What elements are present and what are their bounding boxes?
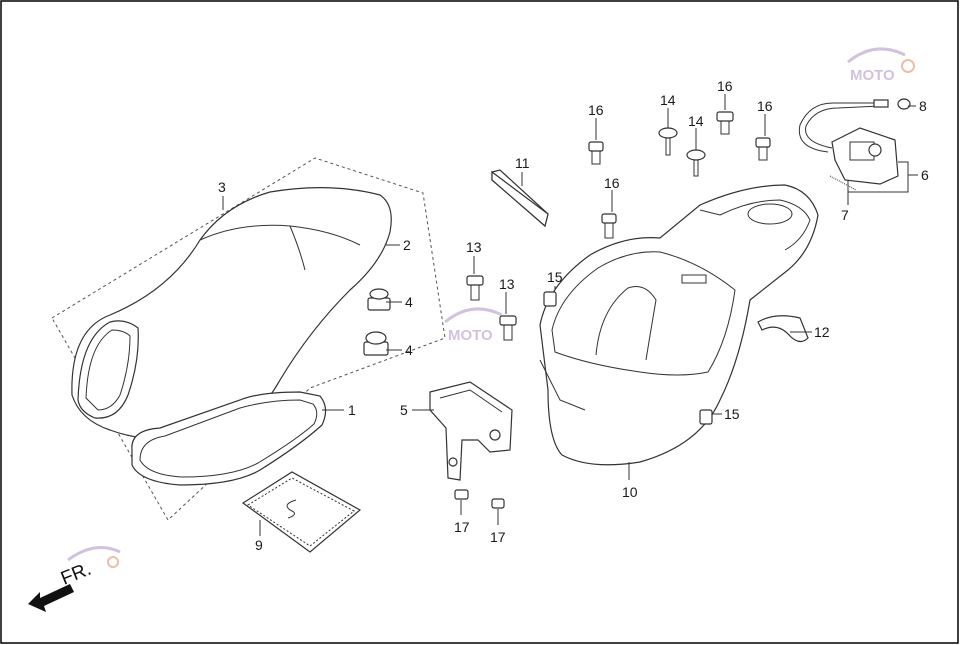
label-16-b: 16 (717, 78, 733, 94)
label-13-b: 13 (499, 276, 515, 292)
front-direction-arrow: FR. (28, 559, 94, 612)
seat-assembly-outline (51, 157, 446, 521)
bolt-16-b (716, 111, 734, 135)
label-4-upper: 4 (405, 294, 413, 310)
label-1: 1 (348, 402, 356, 418)
seat-cable (798, 98, 911, 153)
label-7: 7 (841, 207, 849, 223)
label-14-b: 14 (688, 113, 704, 129)
nut-4-upper (367, 288, 391, 311)
label-15-b: 15 (724, 406, 740, 422)
label-4-lower: 4 (405, 342, 413, 358)
label-15-a: 15 (547, 269, 563, 285)
seat (71, 187, 392, 441)
bolt-16-d (601, 213, 617, 239)
svg-text:MOTO: MOTO (448, 327, 493, 344)
nut-17-b (491, 498, 505, 509)
label-17-b: 17 (490, 529, 506, 545)
label-10: 10 (622, 484, 638, 500)
clip-15-b (699, 409, 713, 425)
label-14-a: 14 (660, 92, 676, 108)
label-9: 9 (255, 537, 263, 553)
screw-14-a (658, 127, 678, 156)
label-3: 3 (218, 179, 226, 195)
bolt-13-a (466, 275, 484, 301)
label-11: 11 (515, 155, 530, 171)
nut-4-lower (363, 331, 389, 356)
bolt-13-b (499, 315, 517, 341)
label-5: 5 (400, 402, 408, 418)
document-bag (241, 471, 362, 553)
label-12: 12 (814, 324, 830, 340)
seat-lock (831, 127, 899, 185)
watermark-middle: MOTO (444, 307, 503, 344)
label-6: 6 (921, 167, 929, 183)
label-13-a: 13 (466, 239, 482, 255)
label-16-c: 16 (757, 98, 773, 114)
spring (829, 175, 857, 191)
front-direction-label: FR. (58, 559, 94, 590)
screw-14-b (686, 149, 706, 177)
clip-15-a (543, 291, 557, 307)
leader-lines (222, 94, 918, 536)
label-2: 2 (403, 237, 411, 253)
label-8: 8 (919, 98, 927, 114)
bolt-16-a (588, 141, 604, 165)
label-16-a: 16 (588, 102, 604, 118)
label-16-d: 16 (604, 175, 620, 191)
nut-17-a (454, 489, 469, 500)
watermark-top: MOTO (847, 47, 915, 84)
bolt-16-c (755, 137, 771, 161)
watermark-bottom (67, 546, 121, 568)
seat-base-rubber (131, 391, 327, 486)
label-17-a: 17 (454, 519, 470, 535)
helmet-box (539, 184, 819, 466)
svg-text:MOTO: MOTO (850, 67, 895, 84)
seat-hinge-bracket (429, 381, 513, 481)
warning-label (491, 169, 549, 228)
cover-clip (757, 315, 809, 343)
